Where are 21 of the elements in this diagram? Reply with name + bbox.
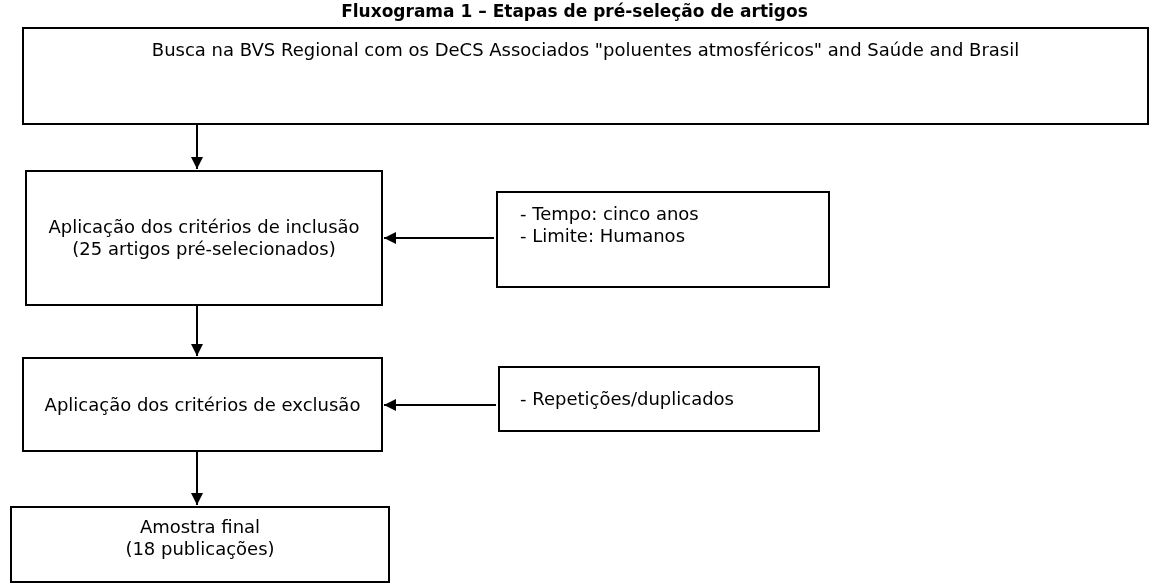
box-text: Busca na BVS Regional com os DeCS Associados "poluentes atmosféricos" and Saúde and Brasil [151,39,1020,61]
box-text: - Repetições/duplicados [520,388,734,410]
process-box [10,506,390,583]
box-text: Aplicação dos critérios de inclusão [48,216,360,238]
box-text: - Tempo: cinco anos [520,203,699,225]
process-box [498,366,820,432]
arrow [383,399,497,411]
arrow [191,305,203,357]
arrow [191,124,203,170]
box-text: Amostra final [139,516,261,538]
box-text: (25 artigos pré-selecionados) [72,238,336,260]
process-box [25,170,383,306]
box-text: - Limite: Humanos [520,225,685,247]
process-box [22,357,383,452]
box-text: (18 publicações) [125,538,275,560]
process-box [496,191,830,288]
process-box [22,27,1149,125]
box-text: Aplicação dos critérios de exclusão [44,393,361,416]
arrow [383,232,495,244]
arrow [191,451,203,506]
diagram-title: Fluxograma 1 – Etapas de pré-seleção de artigos [340,1,809,21]
